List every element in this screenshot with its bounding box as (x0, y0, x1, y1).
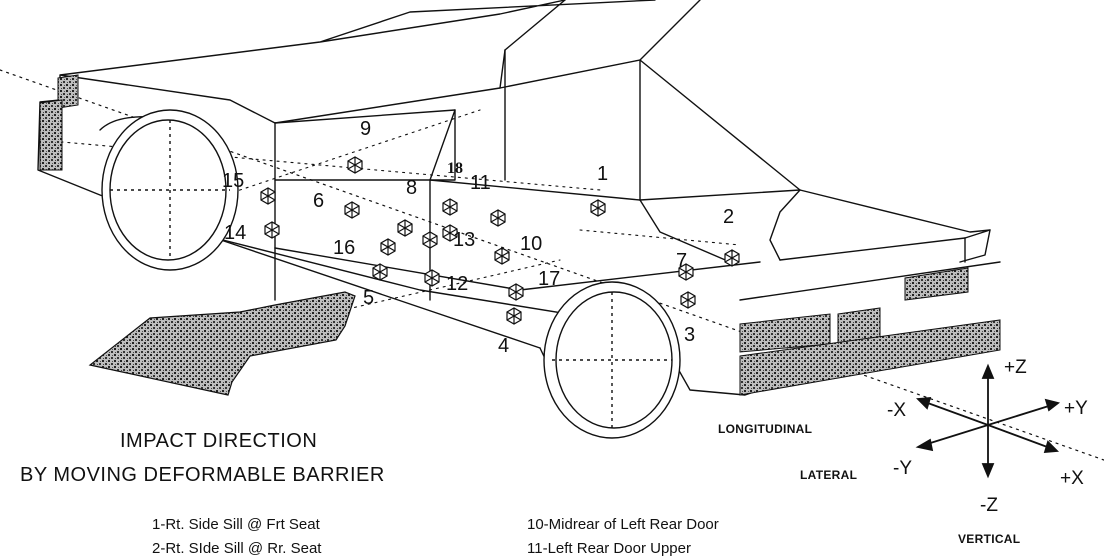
point-label-6: 6 (313, 190, 325, 212)
axis-label-minus-x: -X (887, 400, 906, 421)
point-label-5: 5 (363, 287, 375, 309)
point-label-9: 9 (360, 118, 372, 140)
point-label-7: 7 (676, 250, 688, 272)
point-label-18: 18 (447, 160, 463, 177)
point-label-1: 1 (597, 163, 609, 185)
axis-label-minus-z: -Z (980, 495, 998, 516)
point-label-17: 17 (538, 268, 561, 290)
point-label-13: 13 (453, 229, 476, 251)
point-label-12: 12 (446, 273, 469, 295)
legend-item-11: 11-Left Rear Door Upper (527, 540, 691, 557)
axis-label-minus-y: -Y (893, 458, 912, 479)
point-label-3: 3 (684, 324, 696, 346)
front-wheel (543, 281, 681, 439)
point-label-4: 4 (498, 335, 510, 357)
point-label-16: 16 (333, 237, 356, 259)
point-label-15: 15 (222, 170, 245, 192)
axis-caption-longitudinal: LONGITUDINAL (718, 422, 813, 436)
point-label-8: 8 (406, 177, 418, 199)
point-label-2: 2 (723, 206, 735, 228)
accelerometer-markers (260, 156, 740, 325)
point-label-11: 11 (470, 172, 491, 194)
legend-item-1: 1-Rt. Side Sill @ Frt Seat (152, 516, 320, 533)
legend-item-2: 2-Rt. SIde Sill @ Rr. Seat (152, 540, 322, 557)
point-label-14: 14 (224, 222, 247, 244)
stippled-bumpers (39, 74, 1001, 396)
legend-item-10: 10-Midrear of Left Rear Door (527, 516, 719, 533)
axis-caption-lateral: LATERAL (800, 468, 858, 482)
axis-label-plus-x: +X (1060, 468, 1084, 489)
impact-direction-subtitle: BY MOVING DEFORMABLE BARRIER (20, 464, 385, 486)
axis-caption-vertical: VERTICAL (958, 532, 1021, 546)
coordinate-axes (915, 363, 1061, 479)
axis-label-plus-z: +Z (1004, 357, 1027, 378)
car-body-outline (37, 0, 991, 329)
point-label-10: 10 (520, 233, 543, 255)
axis-label-plus-y: +Y (1064, 398, 1088, 419)
impact-direction-title: IMPACT DIRECTION (120, 430, 318, 452)
impact-direction-arrow (88, 291, 356, 396)
